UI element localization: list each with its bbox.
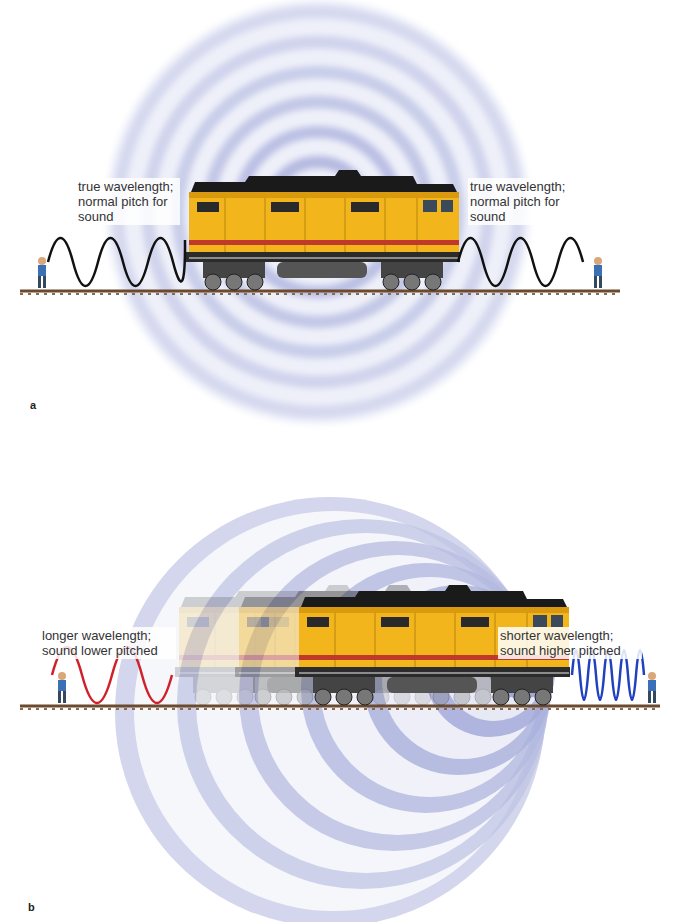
panel-letter: b	[26, 900, 37, 915]
wavelength-label: shorter wavelength; sound higher pitched	[498, 627, 642, 659]
wavelength-label: longer wavelength; sound lower pitched	[40, 627, 176, 659]
panel-letter: a	[28, 398, 38, 413]
wavelength-label: true wavelength; normal pitch for sound	[76, 178, 180, 225]
wavelength-label: true wavelength; normal pitch for sound	[468, 178, 572, 225]
